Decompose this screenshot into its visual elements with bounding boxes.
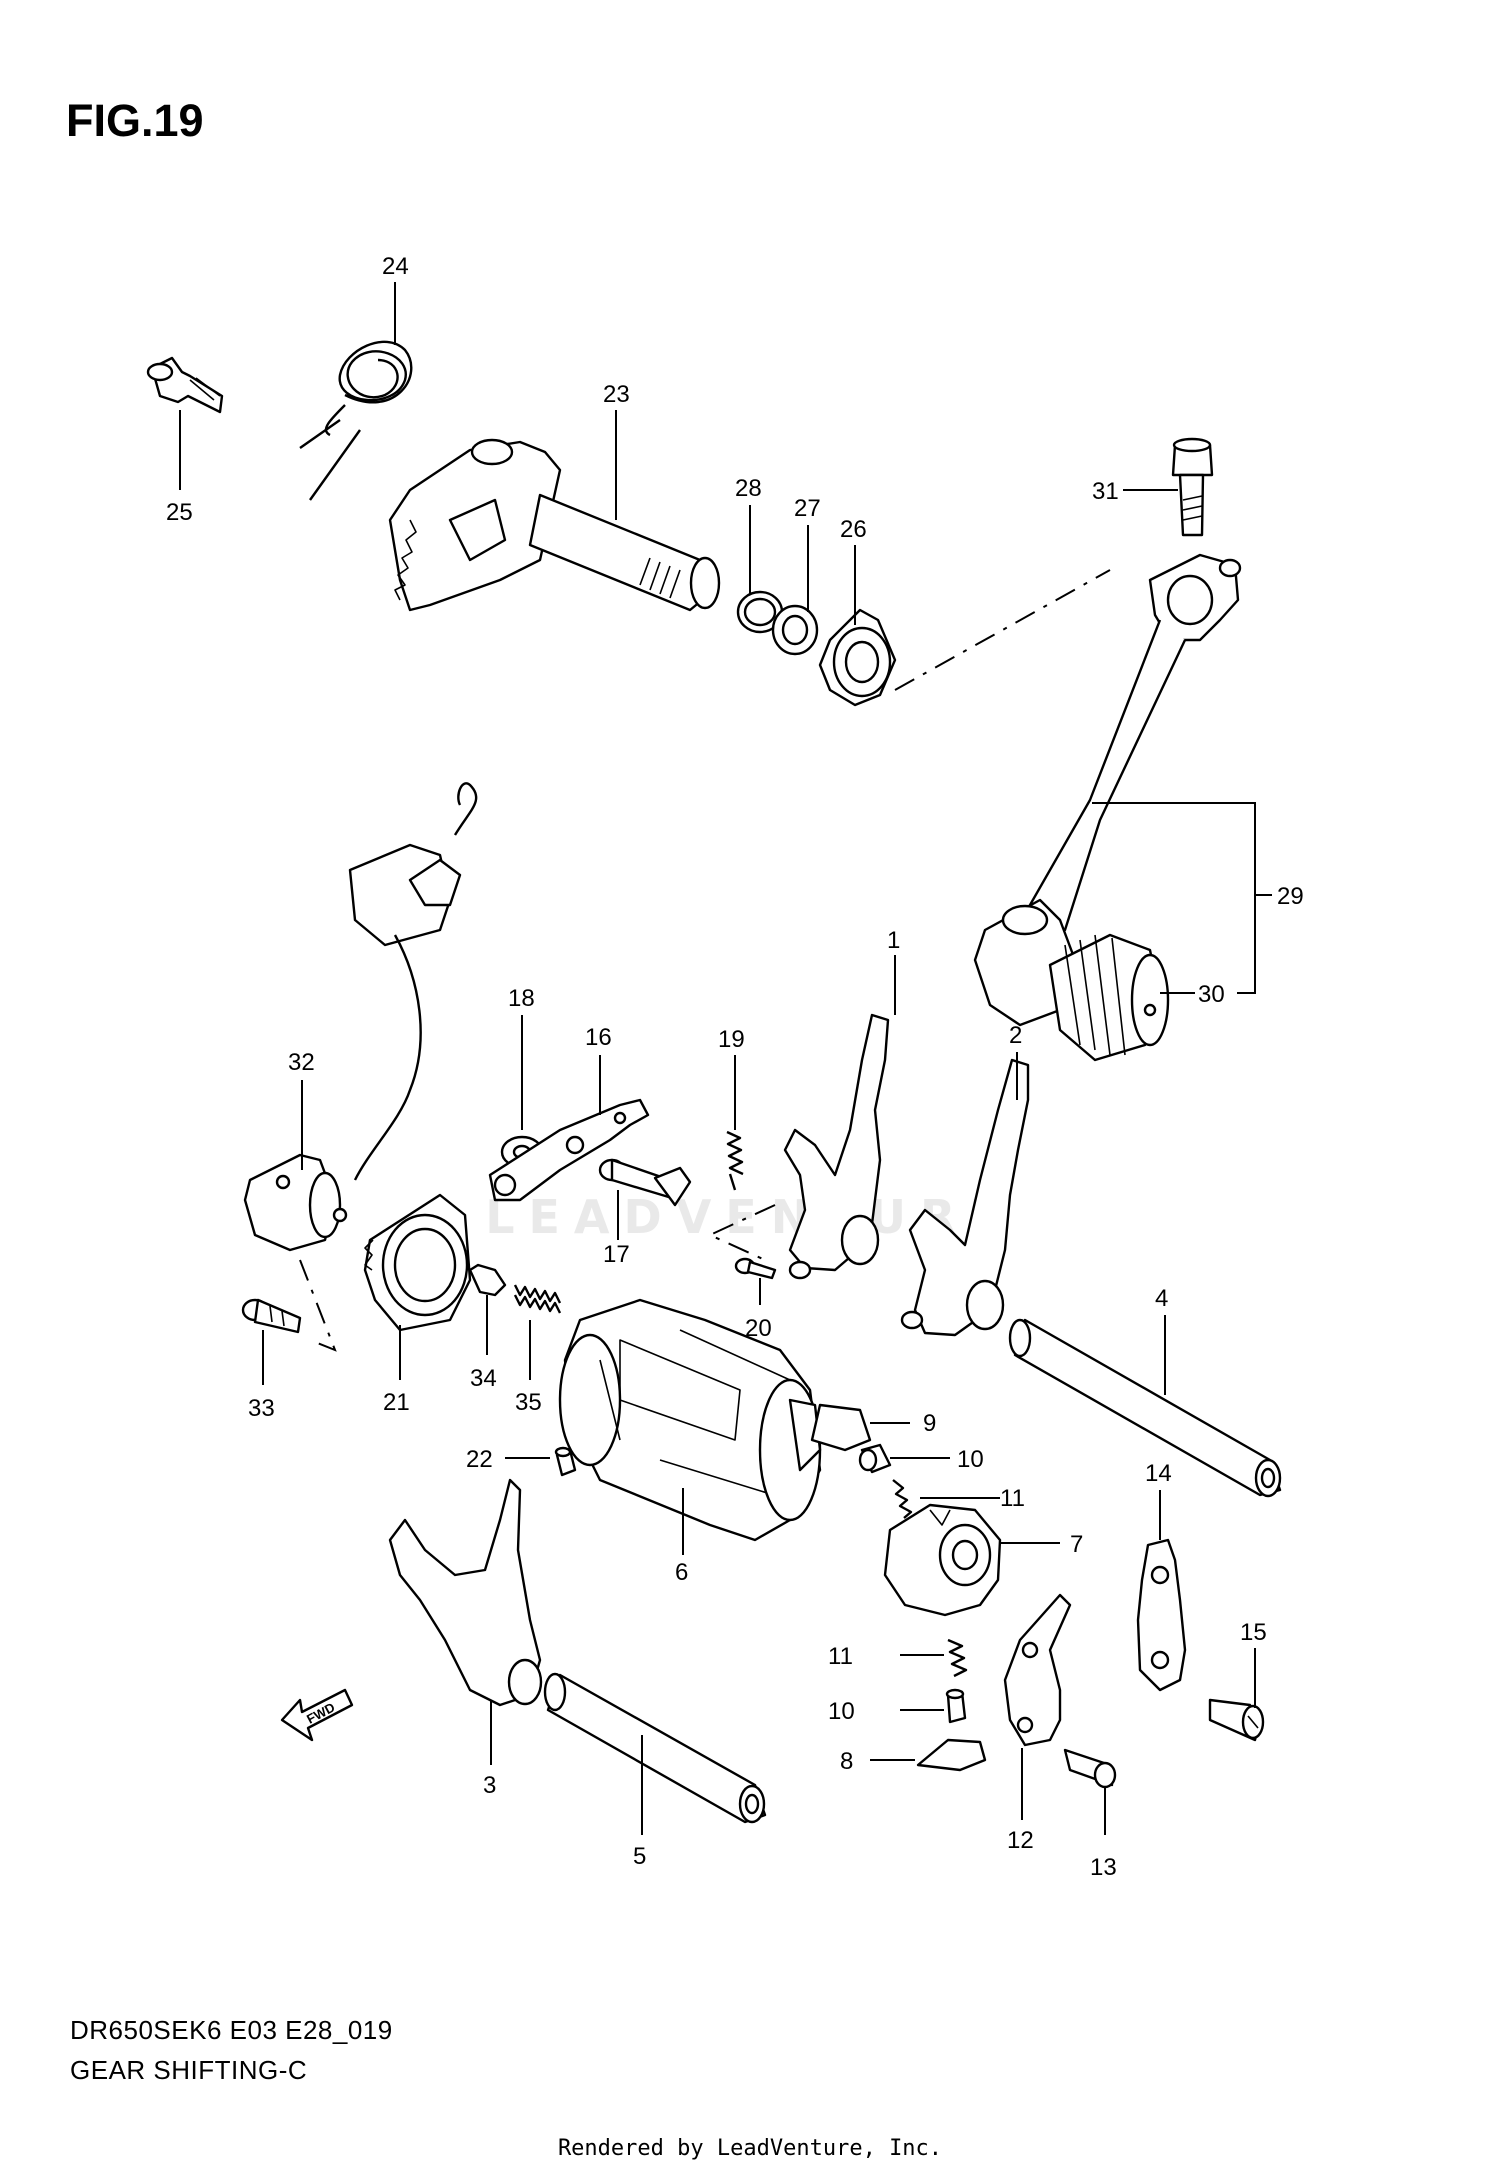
callout-33: 33 xyxy=(248,1395,275,1422)
part-20-spring-pin[interactable] xyxy=(734,1257,777,1280)
fwd-direction-arrow-icon: FWD xyxy=(280,1688,354,1742)
part-12-pawl-lifter-guide[interactable] xyxy=(1003,1593,1072,1747)
part-17-stopper-bolt[interactable] xyxy=(598,1158,692,1207)
callout-8: 8 xyxy=(840,1748,853,1775)
callout-10-upper: 10 xyxy=(957,1446,984,1473)
part-13-guide-screw[interactable] xyxy=(1063,1748,1117,1789)
part-2-gearshift-fork[interactable] xyxy=(900,1058,1030,1337)
callout-10-lower: 10 xyxy=(828,1698,855,1725)
callout-30: 30 xyxy=(1198,981,1225,1008)
callout-17: 17 xyxy=(603,1241,630,1268)
part-23-gearshift-shaft[interactable] xyxy=(388,438,721,612)
callout-1: 1 xyxy=(887,927,900,954)
callout-14: 14 xyxy=(1145,1460,1172,1487)
callout-27: 27 xyxy=(794,495,821,522)
callout-18: 18 xyxy=(508,985,535,1012)
part-11-pawl-spring-upper[interactable] xyxy=(892,1479,913,1519)
figure-title: FIG.19 xyxy=(66,95,204,146)
render-credit-footer: Rendered by LeadVenture, Inc. xyxy=(557,2136,943,2161)
alignment-line-switch xyxy=(299,1259,337,1352)
model-code: DR650SEK6 E03 E28_019 xyxy=(70,2015,393,2045)
diagram-caption: GEAR SHIFTING-C xyxy=(70,2055,308,2085)
part-10-pawl-pin-upper[interactable] xyxy=(858,1443,892,1474)
part-6-gearshift-cam[interactable] xyxy=(558,1298,822,1542)
callout-15: 15 xyxy=(1240,1619,1267,1646)
part-8-gearshift-pawl[interactable] xyxy=(916,1738,987,1772)
callout-25: 25 xyxy=(166,499,193,526)
part-3-gearshift-fork[interactable] xyxy=(388,1478,543,1707)
part-25-stud-bolt[interactable] xyxy=(146,356,224,414)
callout-5: 5 xyxy=(633,1843,646,1870)
callout-7: 7 xyxy=(1070,1531,1083,1558)
part-31-pedal-bolt[interactable] xyxy=(1171,437,1214,537)
part-1-gearshift-fork[interactable] xyxy=(783,1013,890,1280)
part-32-gear-position-switch[interactable] xyxy=(243,782,478,1252)
alignment-line-shaft-pedal xyxy=(894,569,1111,691)
part-35-pin-spring[interactable] xyxy=(513,1284,562,1314)
part-24-return-spring[interactable] xyxy=(299,340,413,501)
callout-23: 23 xyxy=(603,381,630,408)
part-22-dowel-pin[interactable] xyxy=(554,1446,577,1477)
part-11-pawl-spring-lower[interactable] xyxy=(947,1638,968,1678)
part-9-cam-pawl[interactable] xyxy=(810,1403,872,1452)
callout-21: 21 xyxy=(383,1389,410,1416)
callout-12: 12 xyxy=(1007,1827,1034,1854)
callout-31: 31 xyxy=(1092,478,1119,505)
callout-24: 24 xyxy=(382,253,409,280)
callout-26: 26 xyxy=(840,516,867,543)
part-4-fork-shaft[interactable] xyxy=(1008,1318,1282,1498)
part-21-gear-shift-cam-plate[interactable] xyxy=(363,1193,472,1332)
callout-29: 29 xyxy=(1277,883,1304,910)
callout-11-lower: 11 xyxy=(828,1643,853,1670)
leader-29-bracket xyxy=(1092,802,1256,994)
part-19-stopper-spring[interactable] xyxy=(726,1130,744,1191)
callout-11-upper: 11 xyxy=(1000,1485,1025,1512)
callout-22: 22 xyxy=(466,1446,493,1473)
callout-34: 34 xyxy=(470,1365,497,1392)
part-15-guide-screw[interactable] xyxy=(1208,1698,1265,1742)
callout-4: 4 xyxy=(1155,1285,1168,1312)
part-30-pedal-rubber[interactable] xyxy=(1048,933,1170,1062)
alignment-line-spring xyxy=(707,1204,776,1261)
callout-35: 35 xyxy=(515,1389,542,1416)
callout-19: 19 xyxy=(718,1026,745,1053)
part-34-shift-cam-pin[interactable] xyxy=(468,1263,507,1297)
callout-9: 9 xyxy=(923,1410,936,1437)
callout-16: 16 xyxy=(585,1024,612,1051)
callout-32: 32 xyxy=(288,1049,315,1076)
part-10-pawl-pin-lower[interactable] xyxy=(945,1688,967,1724)
callout-6: 6 xyxy=(675,1559,688,1586)
part-27-washer[interactable] xyxy=(771,604,819,656)
part-26-oil-seal[interactable] xyxy=(818,608,897,707)
callout-28: 28 xyxy=(735,475,762,502)
part-5-fork-shaft[interactable] xyxy=(543,1672,767,1824)
part-29-gearshift-lever[interactable] xyxy=(973,553,1242,1027)
callout-3: 3 xyxy=(483,1772,496,1799)
part-14-shift-cam-guide[interactable] xyxy=(1136,1538,1187,1692)
callout-13: 13 xyxy=(1090,1854,1117,1881)
part-33-screw[interactable] xyxy=(241,1298,302,1334)
callout-2: 2 xyxy=(1009,1022,1022,1049)
part-7-gearshift-pawl-lifter[interactable] xyxy=(883,1503,1002,1617)
